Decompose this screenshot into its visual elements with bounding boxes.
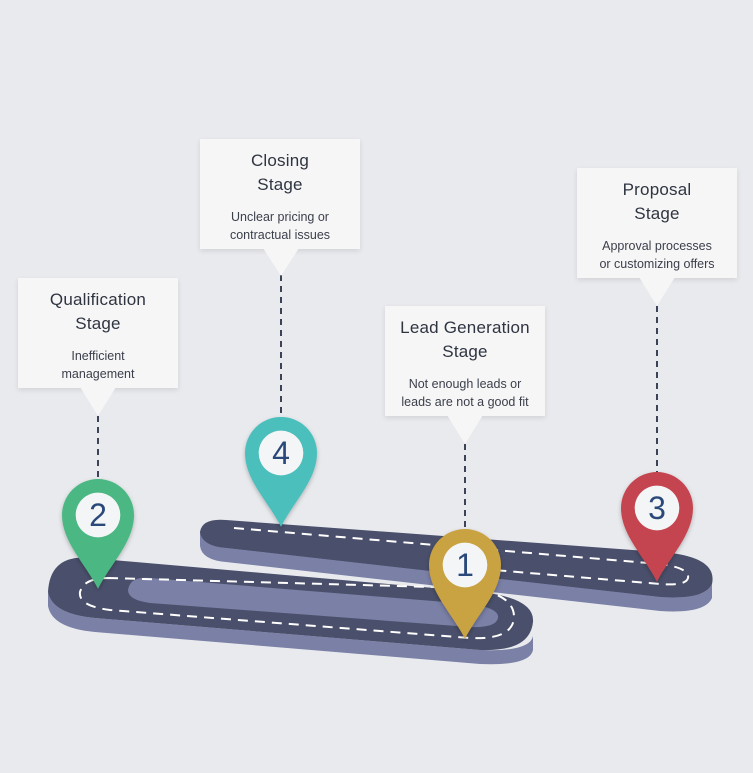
pin-number: 3 (648, 490, 666, 526)
card-title: Closing Stage (200, 149, 360, 197)
card-title: Lead Generation Stage (385, 316, 545, 364)
road (48, 519, 713, 665)
pin-stage-4: 4 (244, 416, 318, 527)
card-description: Inefficient management (18, 347, 178, 383)
pin-number: 2 (89, 497, 107, 533)
card-description: Unclear pricing or contractual issues (200, 208, 360, 244)
title-line: Qualification (49, 290, 147, 309)
desc-line: Not enough leads or (408, 377, 522, 391)
pin-inner-circle (258, 430, 304, 476)
title-line: Stage (634, 204, 680, 223)
desc-line: leads are not a good fit (401, 395, 529, 409)
desc-line: contractual issues (229, 228, 331, 242)
pin-stage-2: 2 (62, 479, 134, 589)
desc-line: Unclear pricing or (231, 210, 329, 224)
desc-line: management (61, 367, 135, 381)
pin-inner-circle (634, 485, 680, 531)
card-description: Approval processes or customizing offers (577, 237, 737, 273)
card-proposal-stage: Proposal Stage Approval processes or cus… (577, 168, 737, 278)
pin-stage-1: 1 (429, 529, 501, 639)
title-line: Lead Generation (400, 318, 530, 337)
pin-number: 1 (456, 547, 474, 583)
road-lower-segment (48, 557, 534, 665)
card-qualification-stage: Qualification Stage Inefficient manageme… (18, 278, 178, 388)
card-description: Not enough leads or leads are not a good… (385, 375, 545, 411)
title-line: Stage (257, 175, 303, 194)
pin-inner-circle (442, 542, 488, 588)
pin-inner-circle (75, 492, 121, 538)
desc-line: or customizing offers (599, 257, 715, 271)
title-line: Stage (75, 314, 121, 333)
card-lead-generation-stage: Lead Generation Stage Not enough leads o… (385, 306, 545, 416)
desc-line: Inefficient (71, 349, 125, 363)
pin-stage-3: 3 (621, 472, 693, 582)
card-title: Qualification Stage (18, 288, 178, 336)
pins: 4 2 3 1 (62, 416, 693, 639)
card-closing-stage: Closing Stage Unclear pricing or contrac… (200, 139, 360, 249)
connectors (97, 275, 658, 530)
pin-number: 4 (272, 435, 290, 471)
title-line: Closing (250, 151, 310, 170)
title-line: Proposal (622, 180, 692, 199)
card-title: Proposal Stage (577, 178, 737, 226)
desc-line: Approval processes (602, 239, 712, 253)
title-line: Stage (442, 342, 488, 361)
